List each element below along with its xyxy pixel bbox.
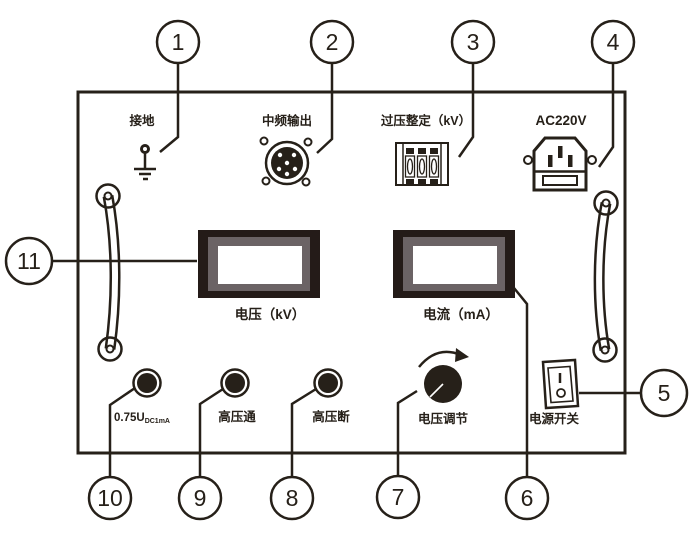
leader-7: [396, 389, 418, 476]
current-display: 电流（mA）: [393, 230, 515, 322]
leader-8: [290, 387, 317, 476]
callout-5: 5: [639, 368, 689, 418]
handle-screw-icon: [105, 344, 115, 354]
rocker-face-icon: [547, 365, 574, 404]
leader-10: [108, 386, 136, 477]
voltage-knob-label: 电压调节: [418, 411, 469, 426]
knob-pointer-icon: [429, 383, 444, 398]
voltage-display-window: [218, 246, 302, 284]
leader-4: [597, 63, 615, 168]
mf-output-label: 中频输出: [262, 113, 312, 128]
callout-number: 7: [392, 484, 405, 510]
handle-mount-bottom: [592, 337, 618, 363]
handle-mount-bottom: [97, 336, 123, 362]
callout-11: 11: [4, 236, 54, 286]
leader-9: [198, 387, 224, 476]
ground-icon: [134, 144, 156, 181]
voltage-display-label: 电压（kV）: [235, 306, 306, 322]
callout-number: 5: [658, 380, 671, 406]
ground-label: 接地: [129, 113, 155, 128]
callout-number: 4: [607, 29, 620, 55]
test-button-label-main: 0.75U: [114, 412, 145, 424]
overvoltage-label: 过压整定（kV）: [381, 113, 471, 128]
callout-number: 3: [467, 29, 480, 55]
handle-screw-icon: [103, 191, 113, 201]
callout-10: 10: [87, 475, 133, 521]
button-cap-icon: [318, 373, 338, 393]
current-display-label: 电流（mA）: [423, 306, 499, 322]
power-switch-label: 电源开关: [529, 411, 580, 426]
handle-mount-top: [593, 190, 619, 216]
leader-3: [457, 63, 475, 158]
handle-screw-icon: [601, 198, 611, 208]
callout-number: 10: [97, 485, 123, 511]
callout-number: 2: [326, 29, 339, 55]
power-switch: 电源开关: [529, 358, 580, 426]
callout-2: 2: [309, 19, 355, 65]
right-handle: [592, 190, 619, 363]
callout-3: 3: [450, 19, 496, 65]
button-ring-icon: [132, 368, 162, 398]
test-button-label: 0.75UDC1mA: [114, 412, 170, 425]
callout-9: 9: [177, 475, 223, 521]
leader-1: [159, 63, 180, 153]
handle-mount-top: [95, 183, 121, 209]
leader-2: [316, 63, 334, 154]
switch-off-symbol: [556, 388, 566, 398]
rotate-arrow-icon: [418, 350, 462, 368]
callout-number: 11: [17, 248, 41, 274]
panel-outline: [76, 90, 627, 455]
thumbwheel-switch-icon: [395, 142, 449, 186]
aviation-connector-icon: [259, 136, 313, 187]
current-display-window: [413, 246, 497, 284]
rocker-switch-icon: [541, 358, 580, 410]
button-cap-icon: [137, 373, 157, 393]
callout-4: 4: [590, 19, 636, 65]
callout-number: 9: [194, 485, 207, 511]
callout-number: 1: [172, 29, 185, 55]
rotate-arrowhead-icon: [455, 348, 469, 362]
leader-6: [513, 287, 529, 477]
callout-8: 8: [269, 475, 315, 521]
power-inlet-icon: [523, 136, 597, 192]
callout-leader-lines: [51, 63, 641, 477]
mf-output-connector: 中频输出: [259, 113, 313, 187]
callout-number: 8: [286, 485, 299, 511]
ground-terminal: 接地: [129, 113, 156, 181]
left-handle: [95, 183, 123, 362]
callout-7: 7: [375, 474, 421, 520]
ac-power-label: AC220V: [535, 113, 586, 128]
overvoltage-setting: 过压整定（kV）: [381, 113, 471, 186]
hv-on-label: 高压通: [218, 409, 256, 424]
handle-screw-icon: [600, 345, 610, 355]
test-button: 0.75UDC1mA: [114, 368, 170, 425]
hv-off-label: 高压断: [312, 409, 350, 424]
voltage-display: 电压（kV）: [198, 230, 320, 322]
ac-power-inlet: AC220V: [523, 113, 597, 192]
callout-number: 6: [521, 485, 534, 511]
voltage-knob: 电压调节: [418, 348, 469, 426]
callout-1: 1: [155, 19, 201, 65]
hv-on-button: 高压通: [218, 368, 256, 424]
callout-6: 6: [504, 475, 550, 521]
hv-off-button: 高压断: [312, 368, 350, 424]
test-button-label-subscript: DC1mA: [145, 418, 170, 425]
button-ring-icon: [313, 368, 343, 398]
callouts: 1 2 3 4 5 6 7 8: [4, 19, 689, 521]
button-cap-icon: [225, 373, 245, 393]
button-ring-icon: [220, 368, 250, 398]
